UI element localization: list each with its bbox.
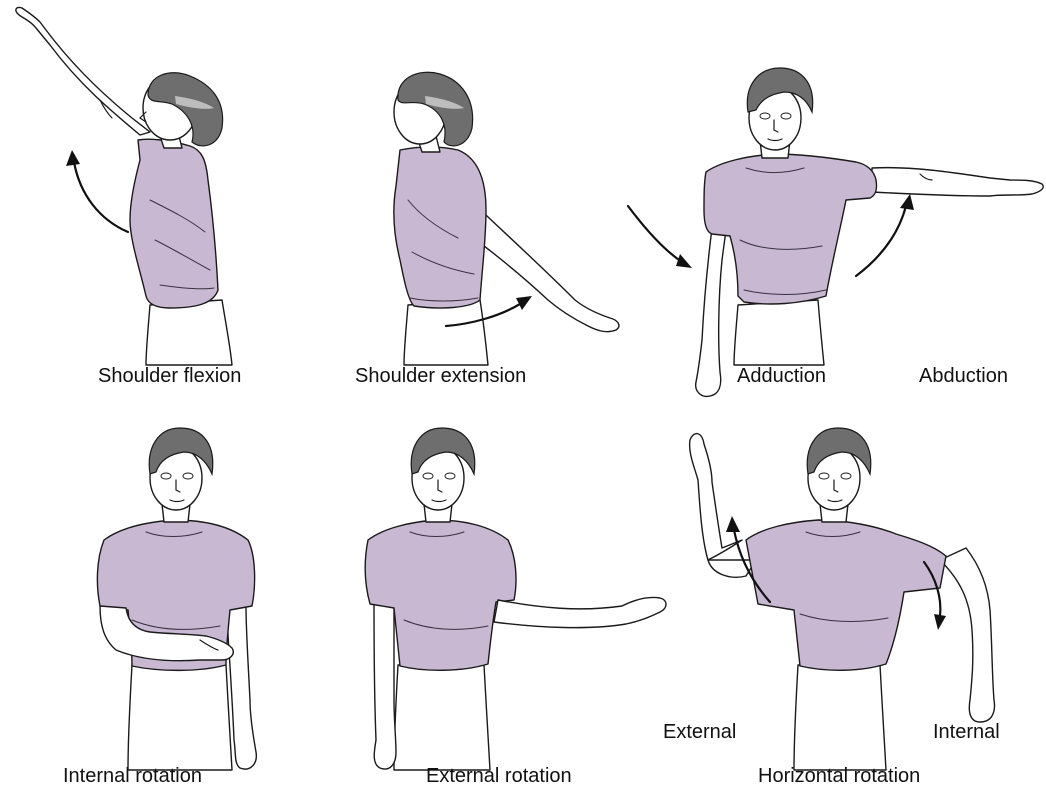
label-shoulder-flexion: Shoulder flexion <box>98 365 241 387</box>
figure-shoulder-extension <box>394 72 619 365</box>
figure-horizontal-rotation <box>690 428 995 770</box>
label-horizontal-rotation: Horizontal rotation <box>758 765 920 785</box>
figure-external-rotation <box>365 428 666 770</box>
label-shoulder-extension: Shoulder extension <box>355 365 526 387</box>
label-external: External <box>663 721 736 743</box>
label-internal: Internal <box>933 721 1000 743</box>
figure-shoulder-flexion <box>16 7 232 365</box>
label-abduction: Abduction <box>919 365 1008 387</box>
figure-internal-rotation <box>97 428 256 770</box>
label-internal-rotation: Internal rotation <box>63 765 202 785</box>
figure-adduction-abduction <box>628 68 1043 396</box>
label-external-rotation: External rotation <box>426 765 572 785</box>
label-adduction: Adduction <box>737 365 826 387</box>
